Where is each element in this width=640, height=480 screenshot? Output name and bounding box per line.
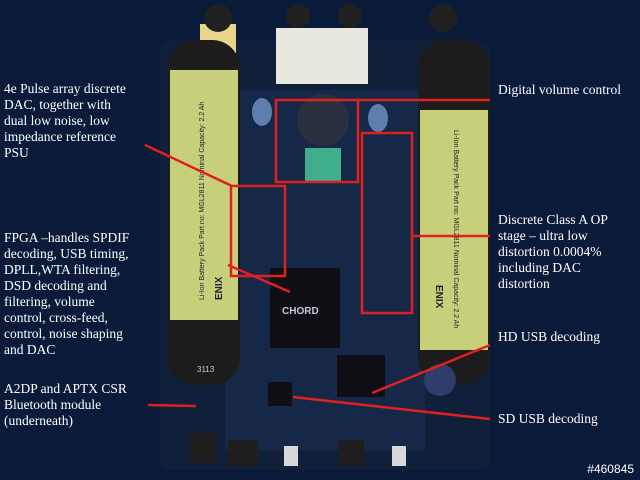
class-a-box (360, 131, 414, 315)
fpga-chip (270, 268, 340, 348)
enix-logo-right: ENIX (433, 285, 444, 309)
battery-left-text: Li-Ion Battery Pack Part no: MGL2811 Nom… (199, 102, 206, 300)
label-digital-volume: Digital volume control (498, 82, 621, 97)
pointer-hd-usb (371, 343, 491, 395)
enix-logo-left: ENIX (214, 276, 225, 300)
button-right (338, 440, 364, 466)
battery-right-text: Li-Ion Battery Pack Part no: MGL2811 Nom… (452, 130, 459, 328)
sd-usb-chip (268, 382, 292, 406)
volume-ball (297, 94, 349, 146)
usb-connectors (276, 28, 368, 84)
volume-control-box (274, 98, 360, 184)
battery-left-label (170, 70, 238, 320)
capacitor-left (252, 98, 272, 126)
jack-left (204, 4, 232, 32)
watermark: #460845 (587, 462, 634, 476)
battery-right-label (420, 110, 488, 350)
label-fpga: FPGA –handles SPDIF decoding, USB timing… (4, 230, 130, 357)
capacitor-bottom (424, 364, 456, 396)
label-pulse-array: 4e Pulse array discrete DAC, together wi… (4, 81, 126, 160)
label-sd-usb: SD USB decoding (498, 411, 598, 426)
jack-mid2 (338, 4, 362, 28)
button-left (190, 433, 216, 463)
jack-right (429, 4, 457, 32)
button-mid (228, 440, 258, 466)
pointer-sd-usb (292, 395, 491, 421)
pointer-a2dp (147, 403, 197, 408)
volume-mount (305, 148, 341, 182)
pulse-array-box (229, 184, 287, 278)
usb-port-bottom (284, 446, 298, 466)
jack-mid1 (286, 4, 310, 28)
usb-port-bottom-right (392, 446, 406, 466)
label-a2dp: A2DP and APTX CSR Bluetooth module (unde… (4, 381, 127, 428)
chord-chip-label: CHORD (282, 306, 319, 317)
pointer-pulse-array (144, 143, 233, 188)
capacitor-right (368, 104, 388, 132)
pointer-fpga (227, 263, 291, 294)
chip-code: 3113 (197, 365, 215, 374)
label-class-a: Discrete Class A OP stage – ultra low di… (498, 212, 608, 291)
label-hd-usb: HD USB decoding (498, 329, 600, 344)
